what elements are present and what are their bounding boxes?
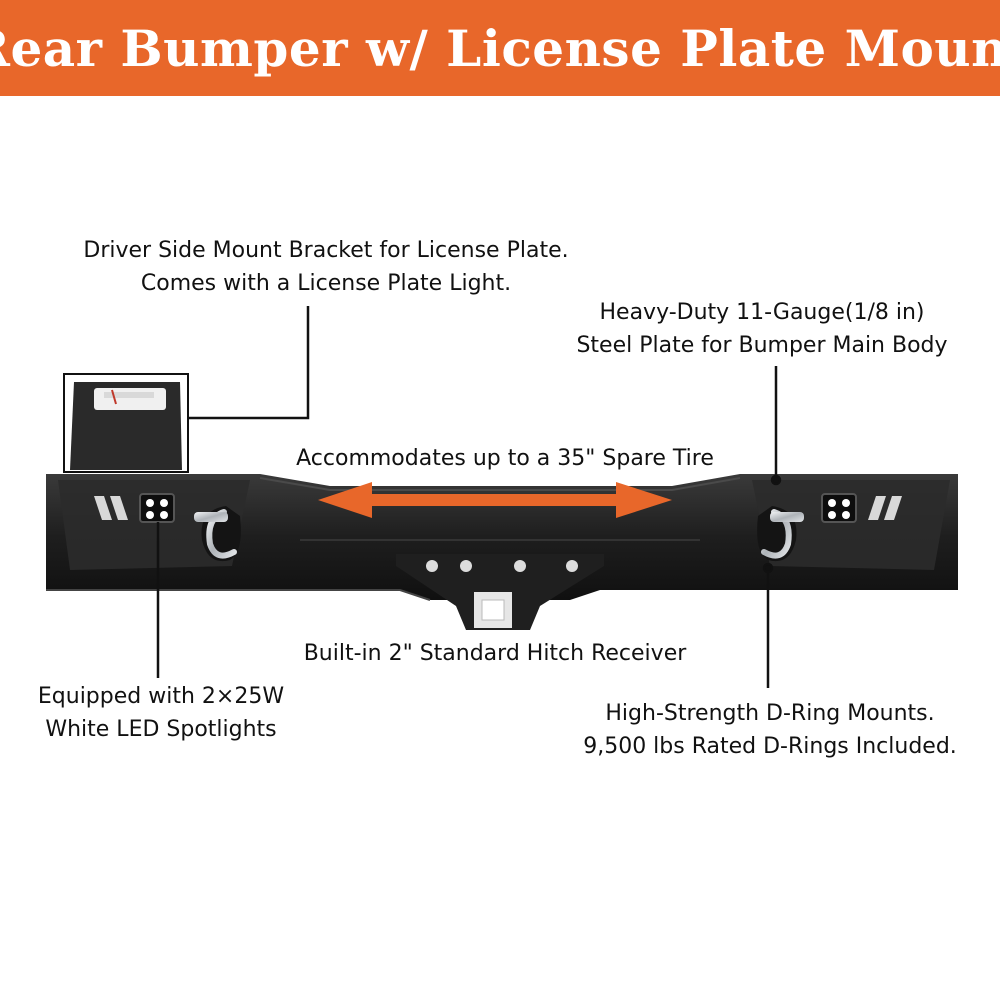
d-ring-left bbox=[194, 506, 241, 562]
callout-steel-plate: Heavy-Duty 11-Gauge(1/8 in) Steel Plate … bbox=[542, 296, 982, 362]
callout-steel-plate-line2: Steel Plate for Bumper Main Body bbox=[576, 333, 948, 358]
callout-spare-tire: Accommodates up to a 35" Spare Tire bbox=[274, 442, 736, 475]
page-title: Rear Bumper w/ License Plate Mount bbox=[0, 18, 1000, 78]
hitch-section bbox=[396, 554, 604, 630]
bumper-body bbox=[46, 474, 958, 601]
callout-license-plate-line2: Comes with a License Plate Light. bbox=[140, 271, 512, 296]
leader-lines bbox=[156, 306, 782, 688]
callout-hitch-line1: Built-in 2" Standard Hitch Receiver bbox=[303, 641, 687, 666]
callout-license-plate: Driver Side Mount Bracket for License Pl… bbox=[36, 234, 616, 300]
license-plate-light-icon bbox=[94, 388, 166, 410]
callout-license-plate-line1: Driver Side Mount Bracket for License Pl… bbox=[83, 238, 569, 263]
callout-steel-plate-line1: Heavy-Duty 11-Gauge(1/8 in) bbox=[599, 300, 925, 325]
callout-spare-tire-line1: Accommodates up to a 35" Spare Tire bbox=[296, 446, 714, 471]
callout-hitch: Built-in 2" Standard Hitch Receiver bbox=[280, 637, 710, 670]
led-spotlight-right bbox=[821, 493, 857, 523]
license-plate-bracket bbox=[63, 373, 189, 473]
double-headed-arrow-icon bbox=[318, 482, 672, 518]
callout-led-line1: Equipped with 2×25W bbox=[37, 684, 285, 709]
led-spotlight-left bbox=[139, 493, 175, 523]
callout-d-ring-line1: High-Strength D-Ring Mounts. bbox=[605, 701, 935, 726]
callout-led: Equipped with 2×25W White LED Spotlights bbox=[26, 680, 296, 746]
callout-d-ring-line2: 9,500 lbs Rated D-Rings Included. bbox=[583, 734, 957, 759]
d-ring-right bbox=[757, 506, 804, 562]
callout-d-ring: High-Strength D-Ring Mounts. 9,500 lbs R… bbox=[560, 697, 980, 763]
callout-led-line2: White LED Spotlights bbox=[45, 717, 277, 742]
title-banner: Rear Bumper w/ License Plate Mount bbox=[0, 0, 1000, 96]
